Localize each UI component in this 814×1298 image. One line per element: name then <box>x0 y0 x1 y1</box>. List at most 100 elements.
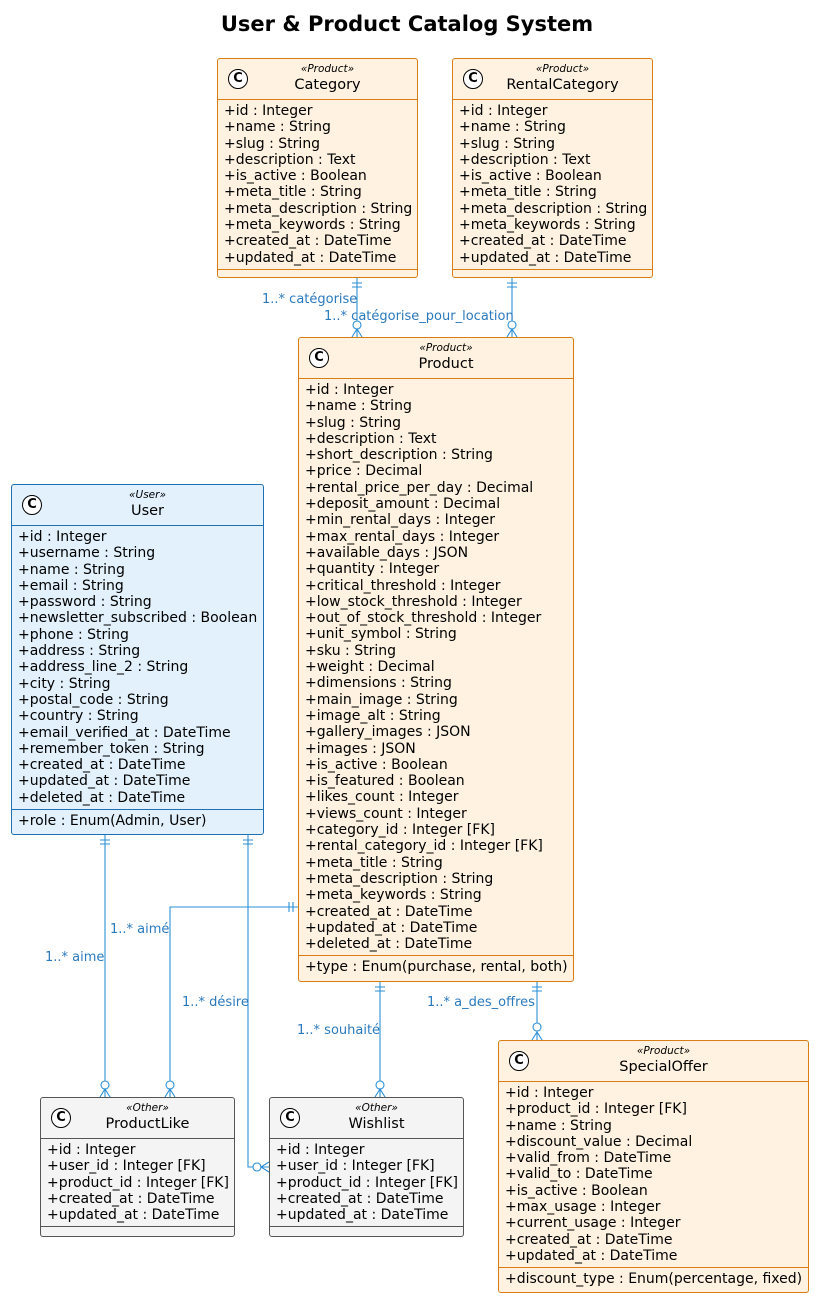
attribute-row: +description : Text <box>459 151 591 168</box>
class-stereotype: «User» <box>129 489 166 501</box>
diagram-title: User & Product Catalog System <box>220 12 594 36</box>
method-row: +type : Enum(purchase, rental, both) <box>305 959 568 976</box>
attribute-row: +low_stock_threshold : Integer <box>305 593 522 610</box>
attribute-row: +out_of_stock_threshold : Integer <box>305 610 542 627</box>
attribute-row: +updated_at : DateTime <box>224 249 397 266</box>
label-aime-product: 1..* aimé <box>110 922 170 937</box>
attribute-row: +slug : String <box>459 135 556 152</box>
attribute-row: +id : Integer <box>459 103 548 119</box>
attribute-row: +deleted_at : DateTime <box>305 936 473 953</box>
class-c-icon: C <box>51 1108 71 1128</box>
attribute-section: +id : Integer+user_id : Integer [FK]+pro… <box>41 1138 234 1226</box>
attribute-row: +meta_title : String <box>305 854 443 871</box>
class-name: Category <box>294 77 361 93</box>
attribute-row: +address_line_2 : String <box>18 659 189 676</box>
edge-user-wishlist-zero-marker <box>252 1162 262 1172</box>
attribute-row: +updated_at : DateTime <box>276 1207 449 1224</box>
attribute-section: +id : Integer+name : String+slug : Strin… <box>218 99 417 269</box>
class-header: C«Product»RentalCategory <box>453 59 652 99</box>
attribute-row: +discount_value : Decimal <box>505 1133 693 1150</box>
attribute-row: +meta_keywords : String <box>459 217 636 234</box>
edge-product-productlike <box>169 906 298 1097</box>
edge-product-wishlist-one-marker <box>375 986 385 992</box>
class-stereotype: «Product» <box>636 1045 691 1057</box>
attribute-row: +quantity : Integer <box>305 561 440 578</box>
attribute-row: +country : String <box>18 708 139 725</box>
edge-product-specialoffer-zero-marker <box>532 1022 542 1032</box>
edge-product-specialoffer-many-marker <box>531 1030 543 1041</box>
class-product[interactable]: C«Product»Product+id : Integer+name : St… <box>298 337 574 982</box>
edge-user-wishlist <box>247 835 269 1168</box>
method-section: +discount_type : Enum(percentage, fixed) <box>499 1267 808 1290</box>
class-c-icon: C <box>22 495 42 515</box>
attribute-row: +meta_description : String <box>459 200 648 217</box>
attribute-row: +is_active : Boolean <box>459 168 602 185</box>
class-header: C«Other»ProductLike <box>41 1098 234 1138</box>
attribute-row: +updated_at : DateTime <box>459 249 632 266</box>
method-row: +discount_type : Enum(percentage, fixed) <box>505 1271 803 1288</box>
attribute-row: +description : Text <box>224 151 356 168</box>
edge-product-productlike-zero-marker <box>165 1080 175 1090</box>
method-section <box>41 1226 234 1239</box>
class-header: C«User»User <box>12 485 263 525</box>
class-rental-category[interactable]: C«Product»RentalCategory+id : Integer+na… <box>452 58 653 278</box>
attribute-row: +dimensions : String <box>305 675 452 692</box>
attribute-row: +id : Integer <box>276 1142 365 1158</box>
class-user[interactable]: C«User»User+id : Integer+username : Stri… <box>11 484 264 835</box>
attribute-row: +max_rental_days : Integer <box>305 528 500 545</box>
attribute-row: +max_usage : Integer <box>505 1199 661 1216</box>
attribute-row: +unit_symbol : String <box>305 626 457 643</box>
attribute-row: +slug : String <box>224 135 321 152</box>
attribute-row: +gallery_images : JSON <box>305 724 471 741</box>
class-category[interactable]: C «Product» Category +id : Integer+name : S… <box>217 58 418 278</box>
label-souhaite: 1..* souhaité <box>297 1023 381 1038</box>
attribute-section: +id : Integer+name : String+slug : Strin… <box>453 99 652 269</box>
attribute-row: +password : String <box>18 594 152 611</box>
attribute-row: +updated_at : DateTime <box>505 1247 678 1264</box>
attribute-row: +views_count : Integer <box>305 805 467 822</box>
attribute-row: +name : String <box>505 1117 612 1134</box>
attribute-row: +created_at : DateTime <box>459 233 627 250</box>
attribute-row: +name : String <box>459 119 566 136</box>
attribute-row: +meta_title : String <box>224 184 362 201</box>
class-c-icon: C <box>228 69 248 89</box>
attribute-row: +deposit_amount : Decimal <box>305 496 501 513</box>
attribute-row: +newsletter_subscribed : Boolean <box>18 610 258 627</box>
attribute-section: +id : Integer+product_id : Integer [FK]+… <box>499 1081 808 1267</box>
attribute-row: +id : Integer <box>18 529 107 545</box>
attribute-row: +updated_at : DateTime <box>47 1207 220 1224</box>
class-name: SpecialOffer <box>619 1059 708 1075</box>
attribute-row: +id : Integer <box>305 382 394 398</box>
class-stereotype: «Product» <box>300 63 355 75</box>
attribute-row: +postal_code : String <box>18 691 169 708</box>
edge-product-productlike-many-marker <box>164 1087 176 1098</box>
attribute-row: +user_id : Integer [FK] <box>276 1158 435 1175</box>
class-product-like[interactable]: C«Other»ProductLike+id : Integer+user_id… <box>40 1097 235 1237</box>
class-wishlist[interactable]: C«Other»Wishlist+id : Integer+user_id : … <box>269 1097 464 1237</box>
attribute-row: +meta_description : String <box>224 200 413 217</box>
attribute-row: +created_at : DateTime <box>305 903 473 920</box>
edge-product-productlike-one-marker <box>288 902 294 912</box>
method-section <box>453 268 652 282</box>
attribute-row: +main_image : String <box>305 691 458 708</box>
attribute-row: +username : String <box>18 545 156 562</box>
attribute-row: +critical_threshold : Integer <box>305 577 501 594</box>
attribute-row: +meta_title : String <box>459 184 597 201</box>
attribute-section: +id : Integer+username : String+name : S… <box>12 525 263 809</box>
edge-user-wishlist-one-marker <box>243 839 253 845</box>
attribute-row: +name : String <box>305 398 412 415</box>
attribute-row: +name : String <box>18 561 125 578</box>
edge-product-wishlist-many-marker <box>374 1087 386 1098</box>
method-section: +role : Enum(Admin, User) <box>12 809 263 832</box>
attribute-row: +is_featured : Boolean <box>305 773 465 790</box>
attribute-row: +email : String <box>18 577 124 594</box>
attribute-row: +rental_price_per_day : Decimal <box>305 479 534 496</box>
attribute-section: +id : Integer+name : String+slug : Strin… <box>299 378 573 955</box>
attribute-row: +id : Integer <box>505 1085 594 1101</box>
attribute-row: +remember_token : String <box>18 740 205 757</box>
class-special-offer[interactable]: C «Product» SpecialOffer +id : Integer+prod… <box>498 1040 809 1293</box>
class-c-icon: C <box>509 1051 529 1071</box>
class-header: C«Product»Product <box>299 338 573 378</box>
attribute-row: +slug : String <box>305 414 402 431</box>
